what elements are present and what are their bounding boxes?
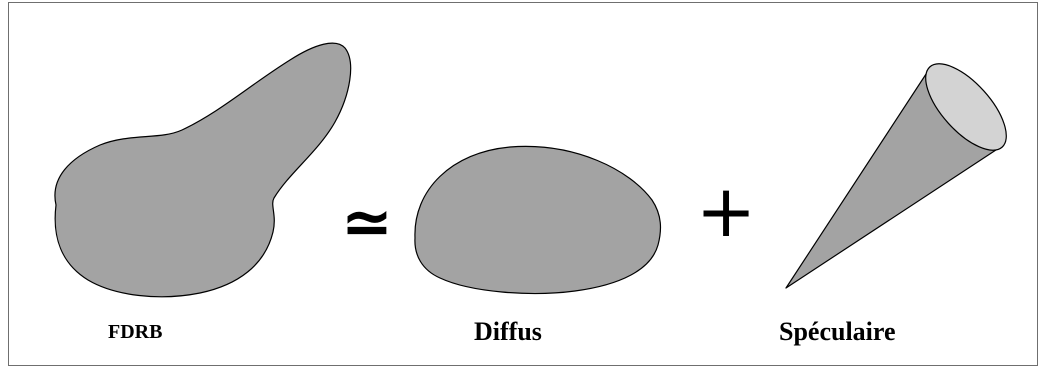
specular-cone-opening xyxy=(925,63,1007,151)
brdf-lobe-shape xyxy=(54,42,352,298)
brdf-label: FDRB xyxy=(108,321,163,343)
diffuse-hemisphere-shape xyxy=(414,145,662,295)
specular-label: Spéculaire xyxy=(779,317,896,346)
specular-cone xyxy=(785,63,1007,289)
plus-operator: + xyxy=(696,169,756,253)
diffuse-label: Diffus xyxy=(474,317,542,346)
approx-equal-operator: ≃ xyxy=(341,185,393,258)
